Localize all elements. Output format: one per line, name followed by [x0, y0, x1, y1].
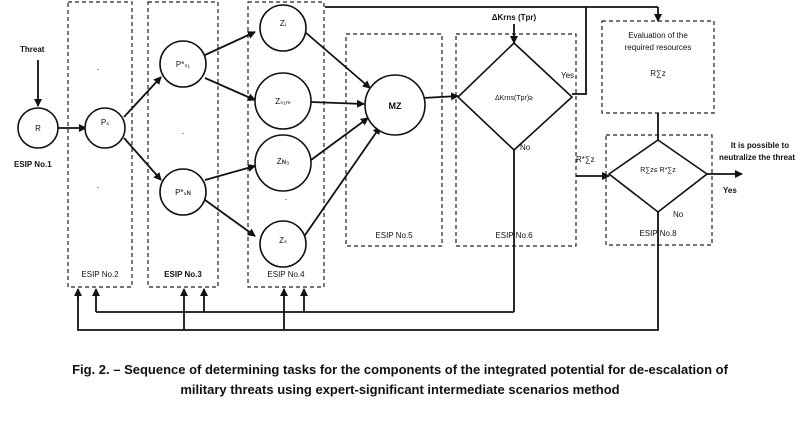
- edge-no-down-2: [77, 212, 659, 331]
- dot-mark: ·: [182, 128, 185, 138]
- esip-label-1: ESIP No.1: [14, 160, 52, 169]
- node-ps1-label: P*ₛ₁: [176, 60, 190, 69]
- decision-resources: [607, 139, 709, 214]
- esip-label-6: ESIP No.6: [495, 231, 533, 240]
- yes-label: Yes: [723, 186, 737, 195]
- node-zi: [259, 4, 307, 52]
- esip-label-5: ESIP No.5: [375, 231, 413, 240]
- edge-yes-loop: [325, 6, 587, 95]
- node-zs1m-label: Zₛ₁ₘ: [275, 97, 291, 106]
- threat-label: Threat: [20, 45, 45, 54]
- node-ps: [84, 107, 126, 149]
- node-zs-label: Zₛ: [279, 236, 287, 245]
- edge-mz-decision: [422, 92, 459, 101]
- esip-label-3: ESIP No.3: [164, 270, 202, 279]
- node-ps-label: Pₛ: [101, 118, 109, 127]
- dot-mark: ·: [97, 64, 100, 74]
- yes-top-label: Yes: [561, 71, 574, 80]
- node-mz-label: MZ: [389, 101, 402, 111]
- node-mz: [364, 74, 426, 136]
- evaluation-label-line2: required resources: [625, 43, 692, 52]
- esip-box-8: [605, 134, 713, 246]
- esip-label-2: ESIP No.2: [81, 270, 119, 279]
- esip-label-8: ESIP No.8: [639, 229, 677, 238]
- possible-label-line1: It is possible to: [731, 141, 789, 150]
- evaluation-label-line1: Evaluation of the: [628, 31, 688, 40]
- node-zi-label: Zᵢ: [280, 19, 286, 28]
- decision-resources-label: R∑z≤ R*∑z: [640, 167, 676, 174]
- decision-krns: [456, 41, 574, 152]
- node-ps1: [159, 40, 207, 88]
- edge-ps1-zi: [204, 31, 256, 56]
- caption-line-2: military threats using expert-significan…: [180, 382, 620, 397]
- decision-krns-label: ΔKrns(Tpr)≥: [495, 95, 533, 102]
- esip-box-3: [147, 1, 219, 288]
- rstar-sum-z-label: R*∑z: [576, 155, 595, 164]
- no-label-2: No: [673, 210, 684, 219]
- node-zs: [259, 220, 307, 268]
- node-psn: [159, 168, 207, 216]
- edge-zs1m-mz: [310, 99, 365, 108]
- delta-krns-label: ΔKrns (Tpr): [492, 13, 537, 22]
- edge-zn3-mz: [310, 117, 369, 161]
- dot-mark: ·: [97, 182, 100, 192]
- edge-ps-psn: [123, 137, 162, 181]
- node-zn3: [254, 134, 312, 192]
- evaluation-rsum-z: R∑z: [650, 69, 665, 78]
- node-r: [17, 107, 59, 149]
- esip-box-5: [345, 33, 443, 247]
- esip-box-6: [455, 33, 577, 247]
- esip-label-4: ESIP No.4: [267, 270, 305, 279]
- no-label-1: No: [520, 143, 531, 152]
- edge-zs-mz: [302, 126, 381, 239]
- esip-box-4: [247, 1, 325, 288]
- figure-caption: Fig. 2. – Sequence of determining tasks …: [0, 360, 800, 400]
- dot-mark: ·: [285, 194, 288, 204]
- edge-ps-ps1: [123, 76, 162, 118]
- edge-zi-mz: [304, 31, 371, 89]
- node-zn3-label: Zɴ₃: [277, 157, 290, 166]
- esip-box-2: [67, 1, 133, 288]
- node-psn-label: P*ₛɴ: [175, 188, 191, 197]
- node-zs1m: [254, 72, 312, 130]
- possible-label-line2: neutralize the threat: [719, 153, 795, 162]
- node-r-label: R: [35, 124, 41, 133]
- edge-psn-zn3: [204, 164, 256, 181]
- edge-psn-zs: [204, 199, 256, 237]
- edge-ps1-zs1m: [204, 77, 256, 101]
- caption-line-1: Fig. 2. – Sequence of determining tasks …: [72, 362, 728, 377]
